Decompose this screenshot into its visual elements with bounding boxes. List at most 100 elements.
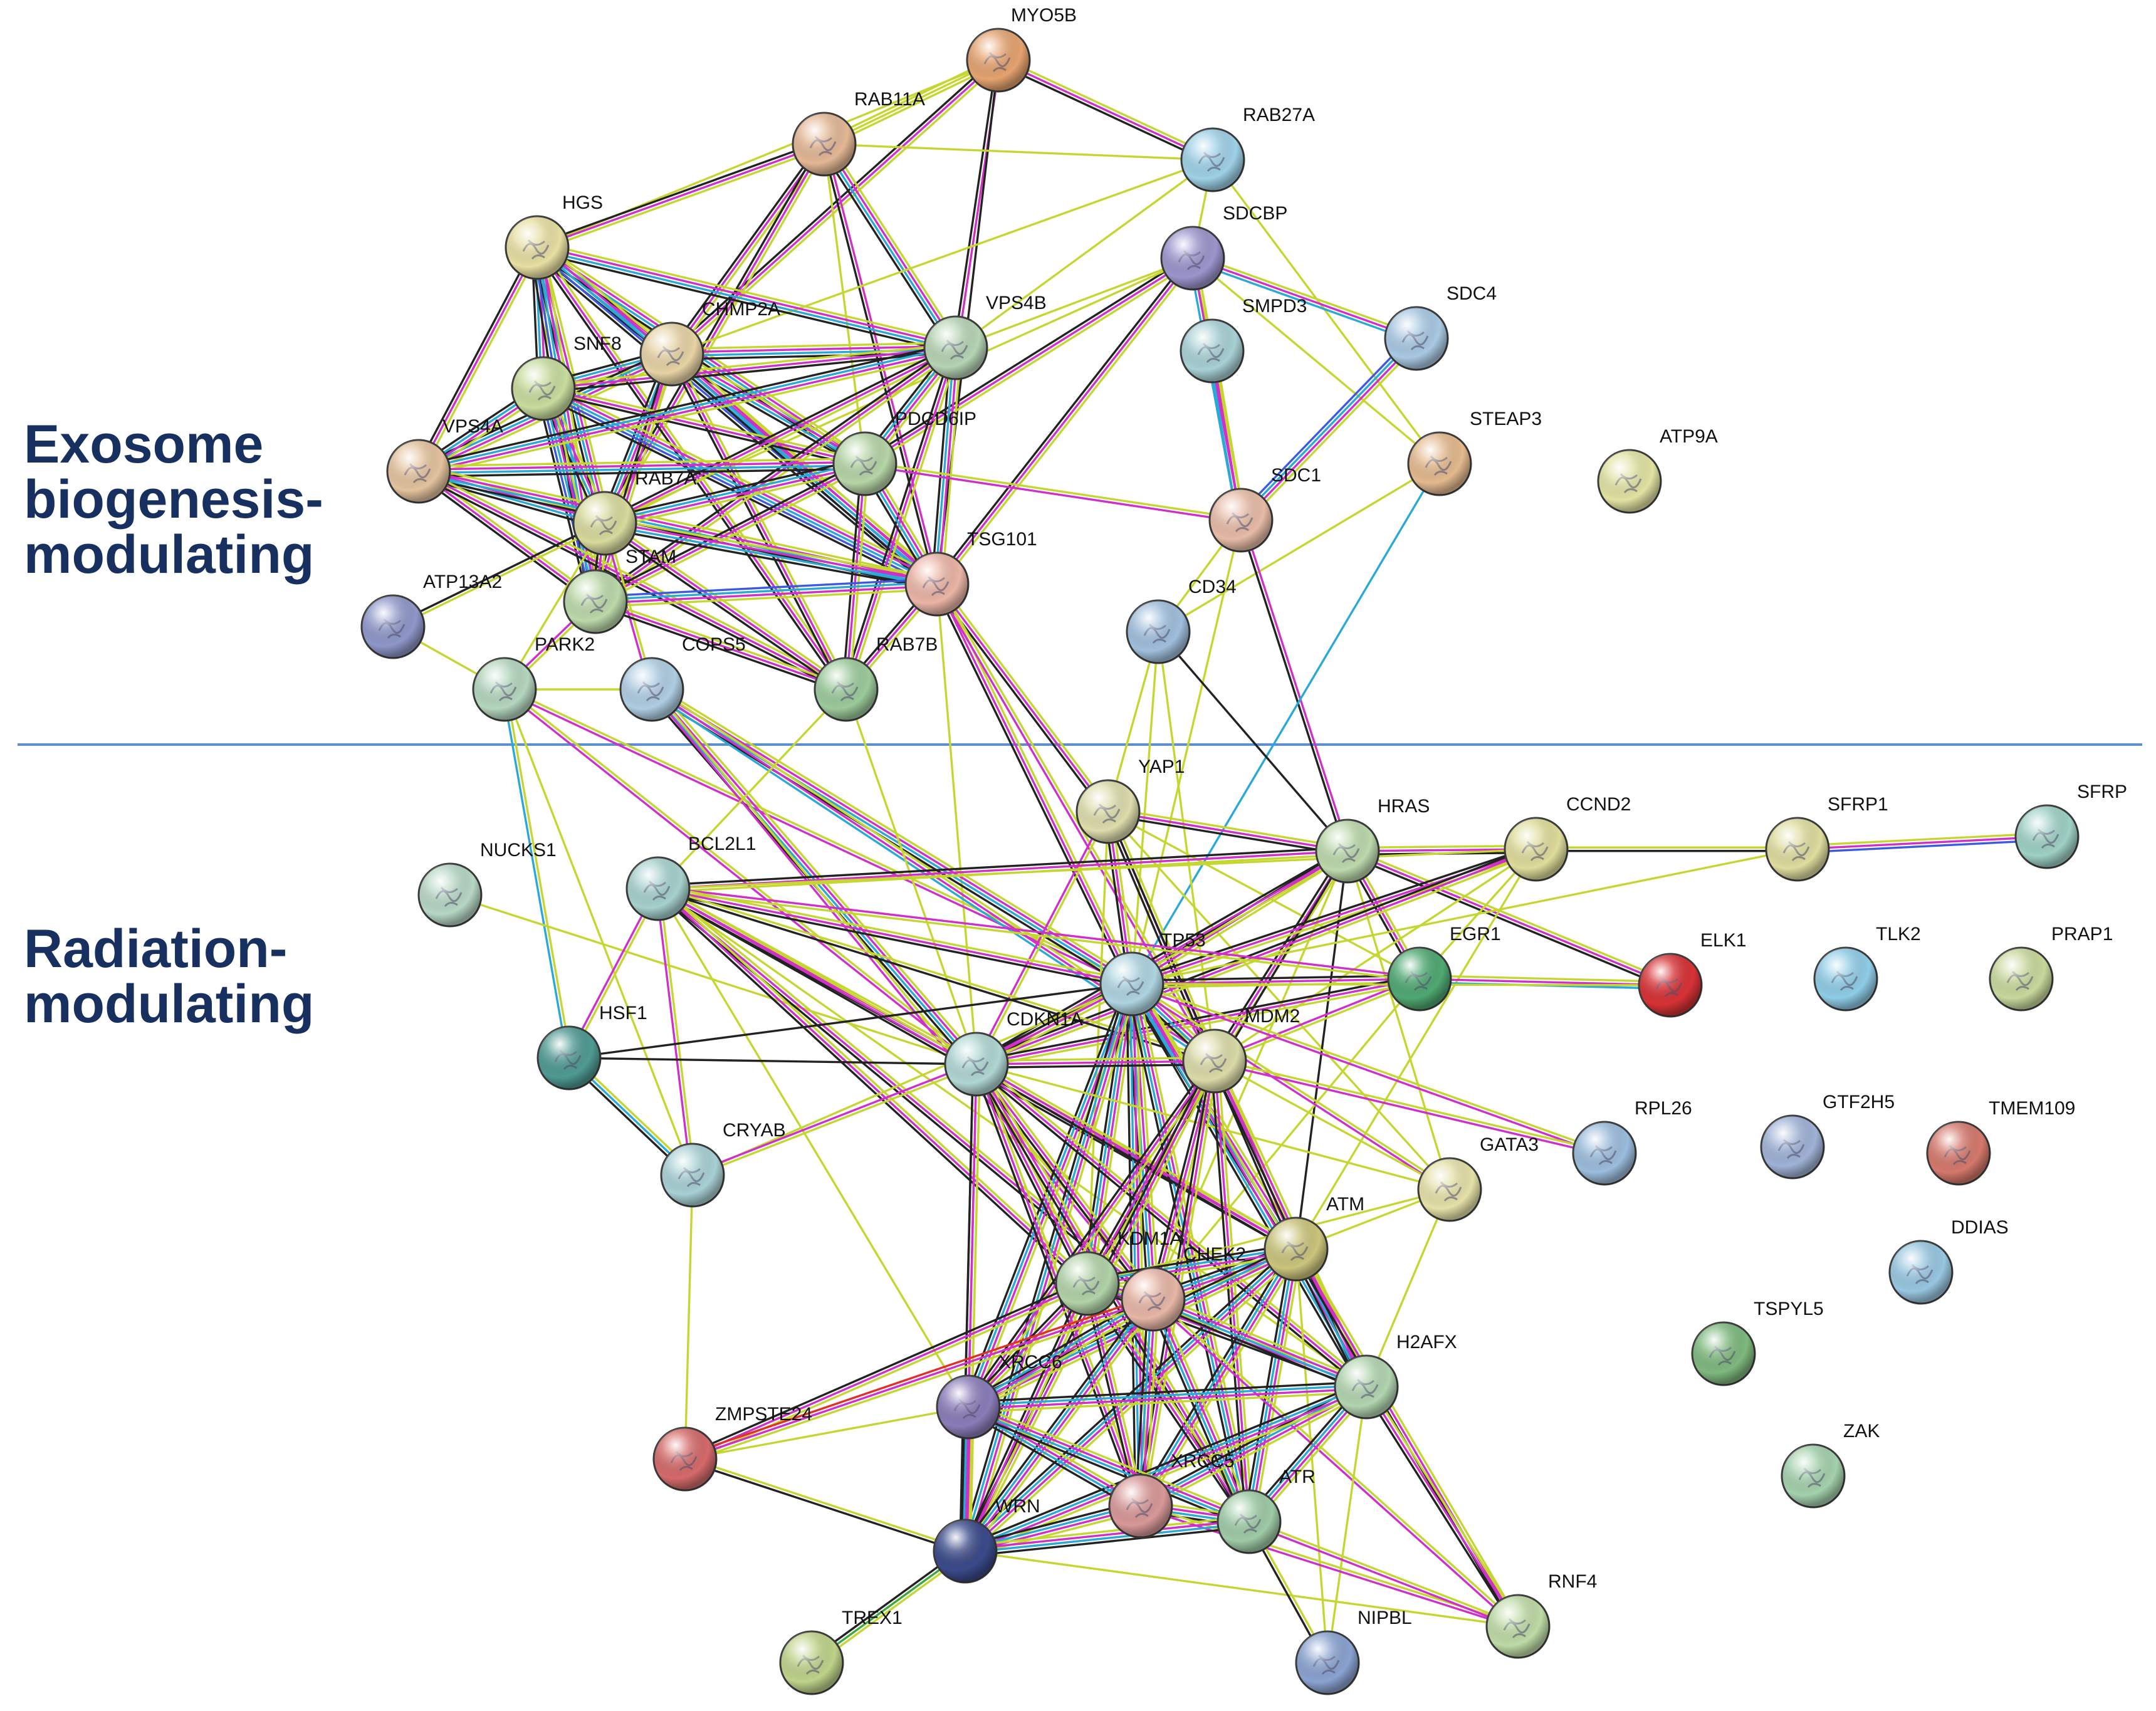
node-rab11a[interactable]: RAB11A bbox=[792, 89, 925, 177]
node-prap1[interactable]: PRAP1 bbox=[1989, 924, 2113, 1012]
node-rab27a[interactable]: RAB27A bbox=[1180, 105, 1315, 192]
node-gata3[interactable]: GATA3 bbox=[1417, 1134, 1539, 1222]
node-rab7a[interactable]: RAB7A bbox=[572, 468, 696, 556]
node-chmp2a[interactable]: CHMP2A bbox=[639, 299, 780, 387]
node-cd34[interactable]: CD34 bbox=[1126, 577, 1237, 664]
node-sdcbp[interactable]: SDCBP bbox=[1160, 203, 1287, 291]
edge-ZMPSTE24-WRN bbox=[684, 1456, 966, 1554]
edge-line bbox=[974, 1066, 1295, 1253]
edge-line bbox=[685, 1456, 966, 1551]
node-vps4a[interactable]: VPS4A bbox=[386, 416, 503, 504]
node-park2[interactable]: PARK2 bbox=[472, 634, 595, 722]
edge-line bbox=[1133, 983, 1252, 1522]
edge-line bbox=[1348, 847, 1672, 983]
node-hsf1[interactable]: HSF1 bbox=[536, 1003, 647, 1091]
node-trex1[interactable]: TREX1 bbox=[779, 1608, 903, 1695]
edge-line bbox=[1193, 254, 1418, 337]
node-snf8[interactable]: SNF8 bbox=[511, 333, 622, 421]
node-zak[interactable]: ZAK bbox=[1781, 1421, 1880, 1509]
edge-line bbox=[934, 347, 955, 584]
edge-XRCC6-ATR bbox=[966, 1401, 1252, 1528]
node-sfrp1[interactable]: SFRP1 bbox=[1765, 794, 1888, 882]
node-vps4b[interactable]: VPS4B bbox=[923, 293, 1047, 380]
edge-line bbox=[965, 1519, 1249, 1551]
node-hgs[interactable]: HGS bbox=[505, 192, 603, 280]
node-gtf2h5[interactable]: GTF2H5 bbox=[1760, 1092, 1895, 1180]
node-yap1[interactable]: YAP1 bbox=[1075, 756, 1185, 844]
node-wrn[interactable]: WRN bbox=[933, 1496, 1040, 1584]
node-sdc1[interactable]: SDC1 bbox=[1208, 465, 1321, 553]
edge-line bbox=[975, 1063, 1154, 1300]
edge-line bbox=[595, 581, 937, 601]
node-gloss bbox=[1598, 450, 1661, 513]
node-sfrp[interactable]: SFRP bbox=[2014, 782, 2127, 869]
node-rpl26[interactable]: RPL26 bbox=[1572, 1098, 1692, 1186]
edge-STAM-RAB7B bbox=[594, 597, 848, 694]
node-kdm1a[interactable]: KDM1A bbox=[1055, 1228, 1182, 1316]
edge-line bbox=[654, 684, 1136, 981]
edge-line bbox=[864, 464, 1241, 523]
edge-TP53-RPL26 bbox=[1131, 981, 1606, 1156]
edge-line bbox=[546, 381, 941, 579]
edge-line bbox=[1126, 984, 1137, 1507]
node-atp13a2[interactable]: ATP13A2 bbox=[360, 572, 502, 659]
edge-line bbox=[672, 348, 956, 357]
edge-layer bbox=[392, 56, 2048, 1667]
edge-line bbox=[939, 581, 1112, 810]
edge-line bbox=[976, 1060, 1215, 1065]
node-atm[interactable]: ATM bbox=[1264, 1194, 1364, 1282]
node-tp53[interactable]: TP53 bbox=[1099, 930, 1206, 1017]
node-h2afx[interactable]: H2AFX bbox=[1334, 1332, 1457, 1420]
edge-line bbox=[691, 1061, 976, 1175]
node-elk1[interactable]: ELK1 bbox=[1638, 930, 1746, 1018]
node-label: CHMP2A bbox=[702, 299, 780, 320]
edge-TP53-HSF1 bbox=[568, 983, 1133, 1059]
node-atr[interactable]: ATR bbox=[1217, 1467, 1316, 1554]
node-cryab[interactable]: CRYAB bbox=[660, 1120, 786, 1208]
node-stam[interactable]: STAM bbox=[563, 547, 676, 634]
node-label: ATP9A bbox=[1660, 426, 1718, 447]
node-tsg101[interactable]: TSG101 bbox=[904, 529, 1037, 617]
node-rnf4[interactable]: RNF4 bbox=[1485, 1571, 1597, 1659]
edge-line bbox=[1326, 1386, 1368, 1663]
node-chek2[interactable]: CHEK2 bbox=[1121, 1244, 1246, 1332]
node-tmem109[interactable]: TMEM109 bbox=[1926, 1098, 2075, 1186]
edge-line bbox=[976, 978, 1420, 1065]
node-steap3[interactable]: STEAP3 bbox=[1407, 409, 1542, 496]
edge-line bbox=[968, 1391, 1367, 1413]
edge-CDKN1A-ATM bbox=[974, 1060, 1299, 1253]
node-tspyl5[interactable]: TSPYL5 bbox=[1691, 1299, 1824, 1386]
node-pdcd6ip[interactable]: PDCD6IP bbox=[832, 409, 976, 496]
node-mdm2[interactable]: MDM2 bbox=[1182, 1006, 1300, 1094]
node-rab7b[interactable]: RAB7B bbox=[814, 634, 938, 722]
edge-line bbox=[1129, 984, 1248, 1522]
node-myo5b[interactable]: MYO5B bbox=[966, 5, 1077, 93]
node-gloss bbox=[1385, 307, 1448, 370]
node-zmpste24[interactable]: ZMPSTE24 bbox=[652, 1404, 812, 1492]
node-cops5[interactable]: COPS5 bbox=[619, 634, 746, 722]
node-sdc4[interactable]: SDC4 bbox=[1384, 283, 1497, 371]
node-hras[interactable]: HRAS bbox=[1315, 796, 1430, 884]
edge-line bbox=[842, 346, 954, 689]
node-xrcc5[interactable]: XRCC5 bbox=[1108, 1451, 1235, 1539]
edge-line bbox=[1191, 260, 1416, 343]
node-ddias[interactable]: DDIAS bbox=[1888, 1217, 2009, 1305]
edge-line bbox=[966, 1411, 1248, 1528]
node-bcl2l1[interactable]: BCL2L1 bbox=[625, 834, 756, 921]
node-nucks1[interactable]: NUCKS1 bbox=[417, 840, 557, 928]
node-egr1[interactable]: EGR1 bbox=[1387, 924, 1501, 1012]
edge-line bbox=[418, 458, 865, 468]
edge-line bbox=[1133, 853, 1350, 988]
node-ccnd2[interactable]: CCND2 bbox=[1504, 794, 1631, 882]
edge-line bbox=[955, 257, 1193, 349]
edge-line bbox=[1243, 341, 1421, 525]
node-tlk2[interactable]: TLK2 bbox=[1813, 924, 1921, 1012]
node-xrcc6[interactable]: XRCC6 bbox=[936, 1352, 1062, 1440]
node-nipbl[interactable]: NIPBL bbox=[1295, 1608, 1412, 1695]
edge-line bbox=[537, 244, 957, 347]
node-cdkn1a[interactable]: CDKN1A bbox=[944, 1009, 1083, 1097]
edge-line bbox=[1214, 848, 1537, 1062]
node-smpd3[interactable]: SMPD3 bbox=[1180, 296, 1307, 384]
node-atp9a[interactable]: ATP9A bbox=[1597, 426, 1718, 514]
edge-HGS-VPS4A bbox=[414, 245, 542, 474]
